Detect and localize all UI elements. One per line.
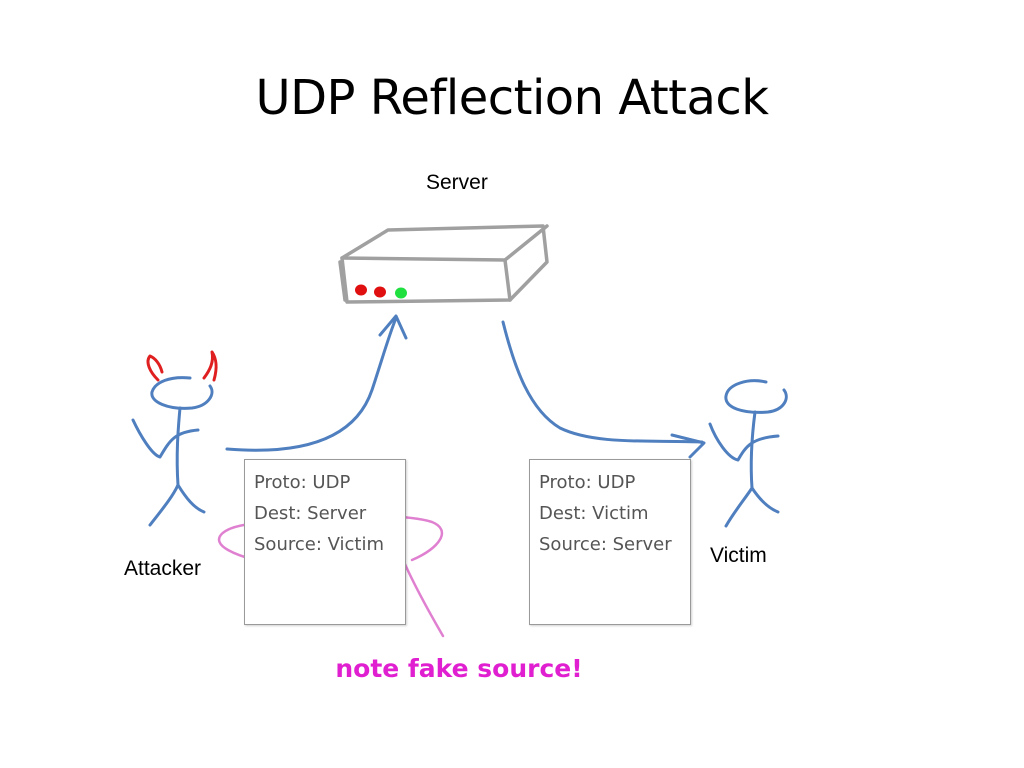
arrow-attacker-to-server [225, 314, 408, 452]
victim-figure-icon [708, 379, 788, 528]
slide-title: UDP Reflection Attack [255, 70, 769, 126]
server-status-leds [355, 284, 407, 299]
server-icon [338, 224, 549, 304]
server-label: Server [426, 171, 488, 194]
devil-horns-icon [146, 350, 218, 382]
packet-source: Source: Server [539, 534, 672, 555]
packet-server-to-victim: Proto: UDP Dest: Victim Source: Server [529, 459, 691, 625]
packet-dest: Dest: Server [254, 503, 367, 524]
fake-source-note: note fake source! [335, 654, 583, 683]
attacker-label: Attacker [124, 557, 202, 580]
arrow-server-to-victim [501, 320, 706, 459]
packet-attacker-to-server: Proto: UDP Dest: Server Source: Victim [244, 459, 406, 625]
attacker-figure-icon [131, 376, 214, 527]
packet-proto: Proto: UDP [254, 472, 351, 493]
packet-source: Source: Victim [254, 534, 385, 555]
packet-dest: Dest: Victim [539, 503, 649, 524]
packet-proto: Proto: UDP [539, 472, 636, 493]
victim-label: Victim [710, 544, 767, 567]
